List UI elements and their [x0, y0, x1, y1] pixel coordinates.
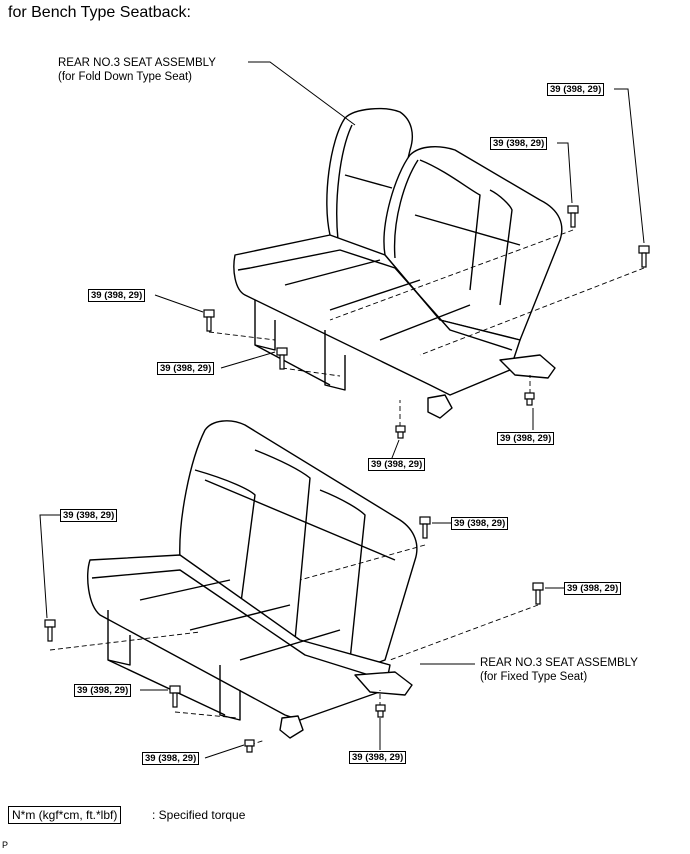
callout-fixed-seat: REAR NO.3 SEAT ASSEMBLY (for Fixed Type … [480, 656, 638, 684]
bolt-icon [524, 392, 535, 406]
torque-unit-legend: N*m (kgf*cm, ft.*lbf) [8, 806, 122, 824]
callout-fold-down-seat: REAR NO.3 SEAT ASSEMBLY (for Fold Down T… [58, 56, 216, 84]
torque-label: 39 (398, 29) [60, 509, 118, 522]
bolt-icon [567, 205, 579, 228]
torque-label: 39 (398, 29) [157, 362, 215, 375]
bottom-seat-drawing [87, 420, 418, 739]
torque-label: 39 (398, 29) [349, 751, 407, 764]
top-seat-drawing [233, 107, 563, 419]
torque-legend-description: : Specified torque [152, 808, 246, 822]
torque-label: 39 (398, 29) [368, 458, 426, 471]
figure-code: P [2, 840, 9, 850]
bolt-icon [395, 425, 406, 439]
torque-label: 39 (398, 29) [497, 432, 555, 445]
callout-line: (for Fold Down Type Seat) [58, 71, 193, 83]
torque-label: 39 (398, 29) [88, 289, 146, 302]
bolt-icon [375, 704, 386, 718]
bolt-icon [169, 685, 181, 708]
bolt-icon [203, 309, 215, 332]
bolt-icon [276, 347, 288, 370]
bolt-icon [419, 516, 431, 539]
torque-label: 39 (398, 29) [547, 83, 605, 96]
bolt-icon [244, 739, 255, 753]
bolt-icon [638, 245, 650, 268]
torque-label: 39 (398, 29) [490, 137, 548, 150]
page-heading: for Bench Type Seatback: [8, 4, 191, 21]
bolt-icon [532, 582, 544, 605]
callout-line: REAR NO.3 SEAT ASSEMBLY [480, 657, 638, 669]
torque-label: 39 (398, 29) [564, 582, 622, 595]
torque-label: 39 (398, 29) [451, 517, 509, 530]
bolt-group [44, 205, 650, 753]
bolt-icon [44, 619, 56, 642]
torque-label: 39 (398, 29) [74, 684, 132, 697]
callout-line: (for Fixed Type Seat) [480, 671, 588, 683]
callout-line: REAR NO.3 SEAT ASSEMBLY [58, 57, 216, 69]
torque-label: 39 (398, 29) [142, 752, 200, 765]
